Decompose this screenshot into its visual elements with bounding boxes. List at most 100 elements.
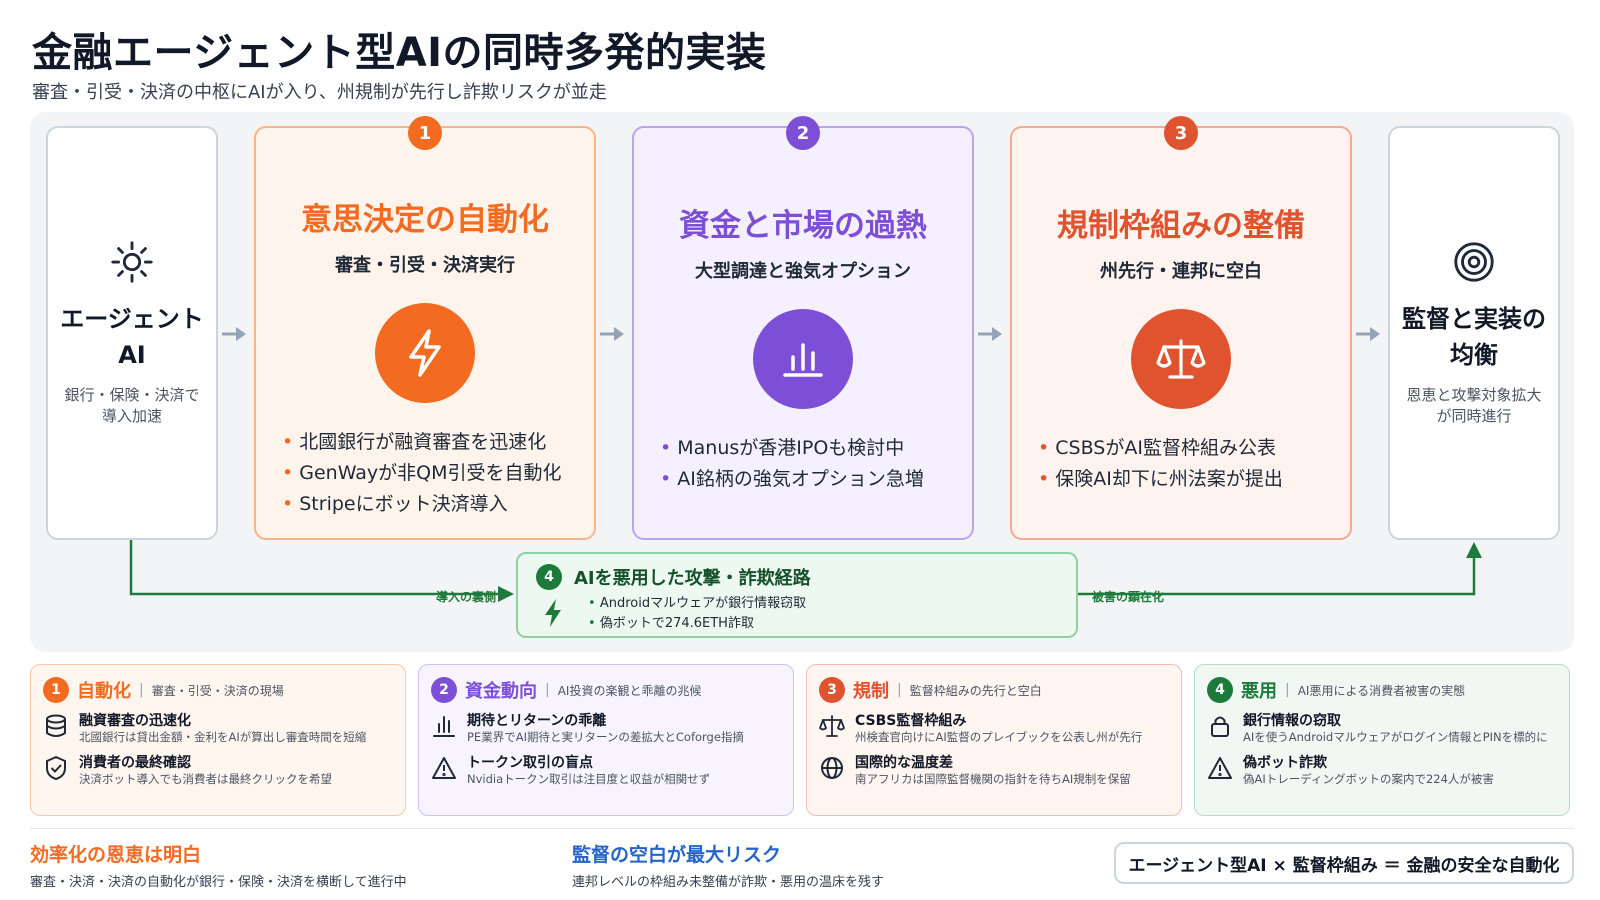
detail-item-title: CSBS監督枠組み	[855, 713, 967, 729]
stage-2-bullet: Manusが香港IPOも検討中	[660, 433, 924, 464]
footer-middle-desc: 連邦レベルの枠組み未整備が詐欺・悪用の温床を残す	[572, 875, 885, 890]
stage-1-card: 1 意思決定の自動化 審査・引受・決済実行 北國銀行が融資審査を迅速化 GenW…	[254, 116, 596, 540]
balance-title-2: 均衡	[1450, 341, 1498, 369]
stage-3-subtitle: 州先行・連邦に空白	[1100, 261, 1262, 282]
stage-2-bullet: AI銘柄の強気オプション急増	[660, 464, 924, 495]
warning-icon	[432, 757, 456, 779]
detail-4-title: 悪用	[1241, 681, 1277, 702]
detail-2-title: 資金動向	[465, 681, 537, 702]
page-subtitle: 審査・引受・決済の中枢にAIが入り、州規制が先行し詐欺リスクが並走	[32, 82, 607, 103]
footer-left-desc: 審査・決済・決済の自動化が銀行・保険・決済を横断して進行中	[30, 875, 407, 890]
agent-ai-desc-1: 銀行・保険・決済で	[64, 386, 200, 404]
detail-item-title: トークン取引の盲点	[467, 755, 593, 771]
bar-chart-icon	[433, 716, 455, 737]
detail-item-title: 消費者の最終確認	[79, 755, 191, 771]
balance-title-1: 監督と実装の	[1402, 305, 1546, 333]
lightning-icon	[409, 329, 441, 377]
agent-ai-card: エージェント AI 銀行・保険・決済で 導入加速	[46, 126, 218, 540]
detail-item-desc: 南アフリカは国際監督機関の指針を待ちAI規制を保留	[855, 772, 1131, 786]
flow-arrow-3	[978, 327, 1002, 341]
detail-item-title: 偽ボット詐欺	[1243, 755, 1327, 771]
stage-1-bullet: GenWayが非QM引受を自動化	[282, 458, 561, 489]
detail-item: CSBS監督枠組み 州検査官向けにAI監督のプレイブックを公表し州が先行	[819, 713, 1169, 745]
stage-2-icon-circle	[753, 309, 853, 409]
stage-1-bullet: Stripeにボット決済導入	[282, 489, 562, 520]
detail-item-title: 期待とリターンの乖離	[467, 713, 607, 729]
stage-3-icon-circle	[1131, 309, 1231, 409]
detail-item: 国際的な温度差 南アフリカは国際監督機関の指針を待ちAI規制を保留	[819, 755, 1169, 787]
stage-1-icon-circle	[375, 303, 475, 403]
detail-item-title: 銀行情報の窃取	[1243, 713, 1341, 729]
stage-3-bullet: CSBSがAI監督枠組み公表	[1038, 433, 1283, 464]
agent-ai-title-1: エージェント	[60, 305, 204, 333]
detail-item-desc: AIを使うAndroidマルウェアがログイン情報とPINを標的に	[1243, 730, 1548, 744]
scales-icon	[819, 715, 845, 737]
detail-item-desc: PE業界でAI期待と実リターンの差拡大とCoforge指摘	[467, 730, 744, 744]
detail-4-separator: |	[1285, 682, 1290, 698]
detail-item-desc: Nvidiaトークン取引は注目度と収益が相関せず	[467, 772, 711, 786]
stage-3-number: 3	[1164, 116, 1198, 150]
detail-1-separator: |	[139, 682, 144, 698]
detail-item-desc: 北國銀行は貸出金額・金利をAIが算出し審査時間を短縮	[79, 730, 367, 744]
abuse-title: AIを悪用した攻撃・詐欺経路	[574, 568, 811, 589]
bar-chart-icon	[783, 343, 823, 377]
stage-2-title: 資金と市場の過熱	[679, 208, 927, 244]
detail-item-title: 国際的な温度差	[855, 755, 953, 771]
stage-3-card: 3 規制枠組みの整備 州先行・連邦に空白 CSBSがAI監督枠組み公表 保険AI…	[1010, 116, 1352, 540]
footer-middle: 監督の空白が最大リスク 連邦レベルの枠組み未整備が詐欺・悪用の温床を残す	[572, 840, 884, 890]
flow-arrow-4	[1356, 327, 1380, 341]
stage-1-bullet: 北國銀行が融資審査を迅速化	[282, 427, 562, 458]
target-icon	[1454, 242, 1494, 282]
detail-2-number: 2	[431, 677, 457, 703]
detail-card-abuse: 4 悪用 | AI悪用による消費者被害の実態 銀行情報の窃取 AIを使うAndr…	[1194, 664, 1570, 816]
detail-2-separator: |	[545, 682, 550, 698]
detail-card-automation: 1 自動化 | 審査・引受・決済の現場 融資審査の迅速化 北國銀行は貸出金額・金…	[30, 664, 406, 816]
connector-label-left: 導入の裏側	[436, 590, 497, 604]
lightning-icon	[545, 599, 561, 627]
detail-item: トークン取引の盲点 Nvidiaトークン取引は注目度と収益が相関せず	[431, 755, 781, 787]
detail-item: 偽ボット詐欺 偽AIトレーディングボットの案内で224人が被害	[1207, 755, 1557, 787]
detail-4-subtitle: AI悪用による消費者被害の実態	[1297, 683, 1466, 698]
stage-1-number: 1	[408, 116, 442, 150]
agent-ai-desc-2: 導入加速	[101, 407, 162, 425]
detail-item: 期待とリターンの乖離 PE業界でAI期待と実リターンの差拡大とCoforge指摘	[431, 713, 781, 745]
flow-arrow-1	[222, 327, 246, 341]
detail-item-desc: 偽AIトレーディングボットの案内で224人が被害	[1243, 772, 1494, 786]
abuse-bullet: Androidマルウェアが銀行情報窃取	[588, 594, 806, 614]
detail-1-subtitle: 審査・引受・決済の現場	[151, 683, 284, 698]
footer-left-title: 効率化の恩恵は明白	[30, 844, 202, 866]
detail-3-title: 規制	[853, 681, 889, 702]
detail-4-number: 4	[1207, 677, 1233, 703]
sun-gear-icon	[111, 241, 153, 283]
stage-1-title: 意思決定の自動化	[301, 202, 549, 238]
stage-2-subtitle: 大型調達と強気オプション	[695, 261, 911, 282]
globe-icon	[821, 757, 843, 779]
detail-1-number: 1	[43, 677, 69, 703]
detail-item-desc: 決済ボット導入でも消費者は最終クリックを希望	[79, 772, 332, 786]
footer-middle-title: 監督の空白が最大リスク	[572, 844, 782, 866]
detail-3-number: 3	[819, 677, 845, 703]
stage-3-title: 規制枠組みの整備	[1057, 208, 1305, 244]
detail-item: 銀行情報の窃取 AIを使うAndroidマルウェアがログイン情報とPINを標的に	[1207, 713, 1557, 745]
detail-item: 融資審査の迅速化 北國銀行は貸出金額・金利をAIが算出し審査時間を短縮	[43, 713, 393, 745]
detail-3-subtitle: 監督枠組みの先行と空白	[909, 683, 1042, 698]
stage-2-number: 2	[786, 116, 820, 150]
detail-item-title: 融資審査の迅速化	[79, 713, 191, 729]
detail-1-title: 自動化	[77, 681, 131, 702]
scales-icon	[1156, 339, 1206, 379]
stage-3-bullet: 保険AI却下に州法案が提出	[1038, 464, 1283, 495]
agent-ai-title-2: AI	[118, 341, 146, 369]
page-title: 金融エージェント型AIの同時多発的実装	[32, 30, 767, 76]
abuse-path-card: 4 AIを悪用した攻撃・詐欺経路 Androidマルウェアが銀行情報窃取 偽ボッ…	[516, 552, 1078, 638]
summary-equation: エージェント型AI × 監督枠組み ＝ 金融の安全な自動化	[1114, 842, 1574, 884]
lock-icon	[1211, 716, 1229, 737]
stage-1-subtitle: 審査・引受・決済実行	[335, 255, 515, 276]
detail-item: 消費者の最終確認 決済ボット導入でも消費者は最終クリックを希望	[43, 755, 393, 787]
footer-left: 効率化の恩恵は明白 審査・決済・決済の自動化が銀行・保険・決済を横断して進行中	[30, 840, 407, 890]
warning-icon	[1208, 757, 1232, 779]
balance-desc-1: 恩恵と攻撃対象拡大	[1406, 386, 1542, 404]
stage-2-card: 2 資金と市場の過熱 大型調達と強気オプション Manusが香港IPOも検討中 …	[632, 116, 974, 540]
connector-label-right: 被害の顕在化	[1092, 590, 1165, 604]
detail-card-funding: 2 資金動向 | AI投資の楽観と乖離の兆候 期待とリターンの乖離 PE業界でA…	[418, 664, 794, 816]
footer-divider	[30, 828, 1574, 829]
